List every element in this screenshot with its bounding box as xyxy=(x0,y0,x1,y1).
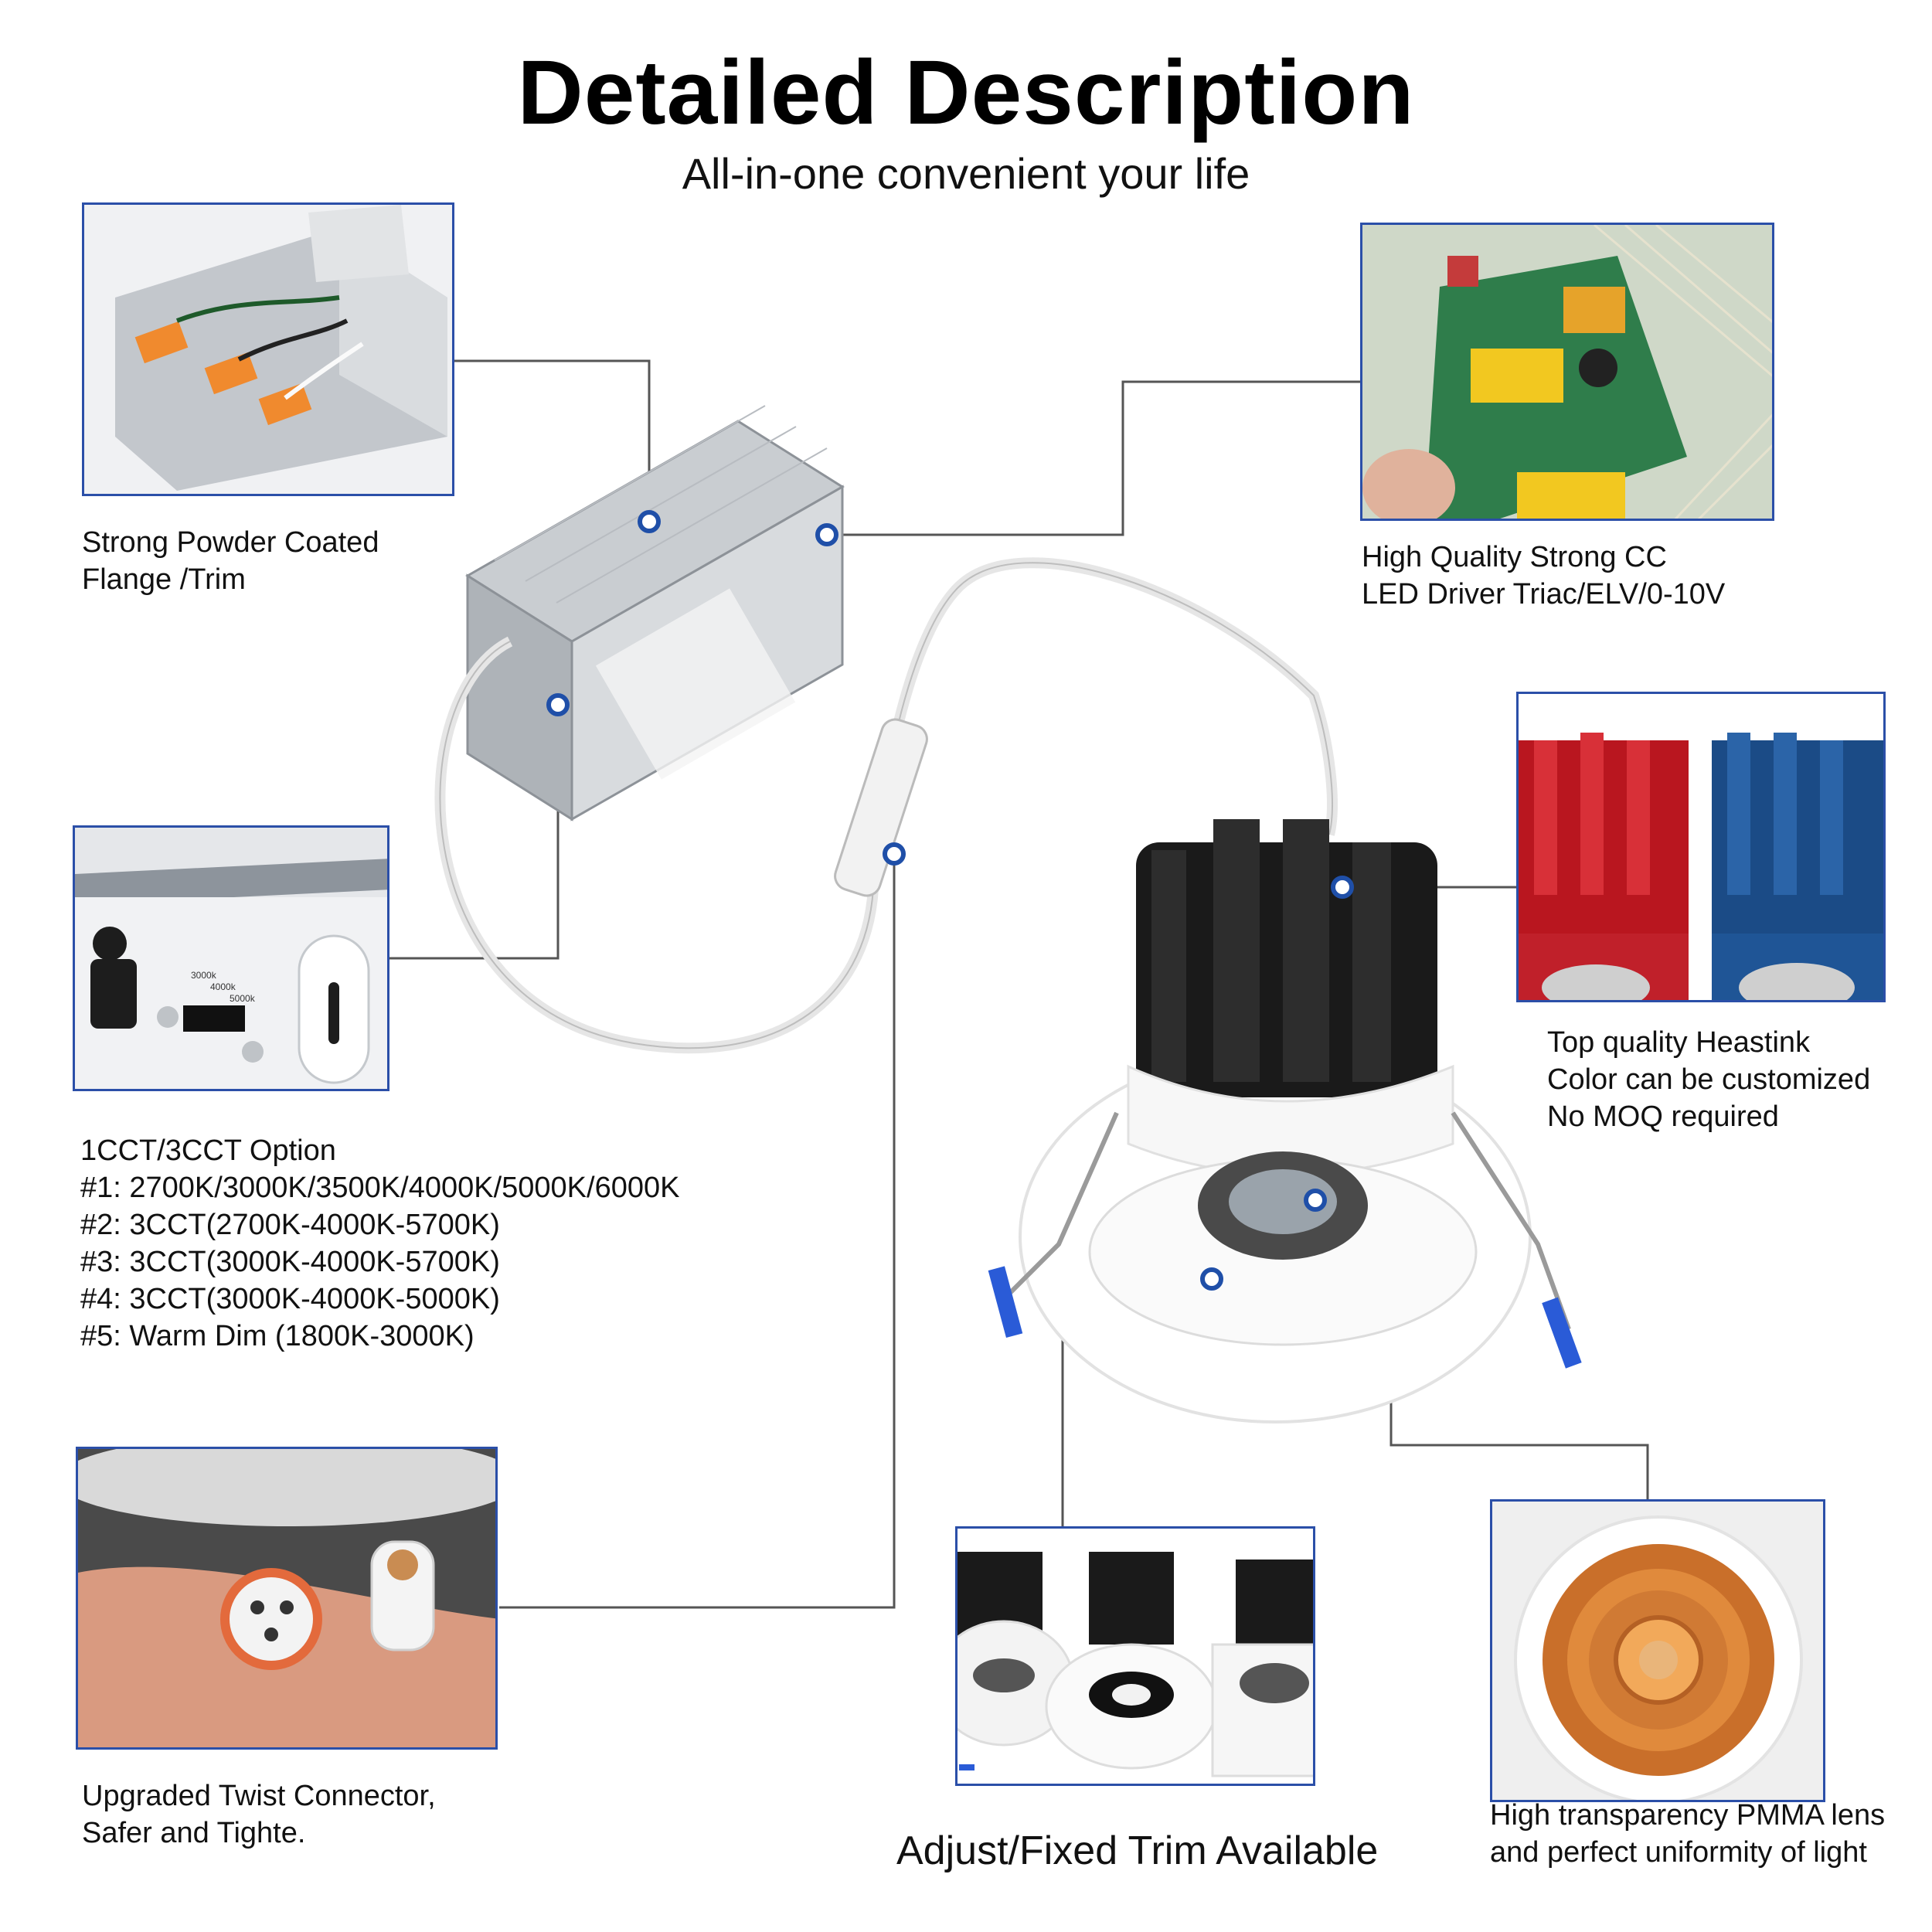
caption-line: #2: 3CCT(2700K-4000K-5700K) xyxy=(80,1209,500,1241)
page-subtitle: All-in-one convenient your life xyxy=(682,149,1250,198)
driver-box xyxy=(465,405,845,821)
marker-driver xyxy=(815,523,838,546)
heatsink-panel xyxy=(1516,692,1886,1002)
cct-switch-panel: 3000k 4000k 5000k xyxy=(73,825,389,1091)
caption-line: #4: 3CCT(3000K-4000K-5000K) xyxy=(80,1283,500,1315)
leader-line-driver xyxy=(827,380,1362,536)
twist-connector-body xyxy=(834,718,928,897)
lens-panel xyxy=(1490,1499,1825,1802)
trim-variant-adjustable-b xyxy=(1045,1552,1218,1770)
junction-box-panel xyxy=(82,202,454,496)
switch-label-4000k: 4000k xyxy=(210,981,236,992)
page-title: Detailed Description xyxy=(517,42,1415,144)
driver-caption: High Quality Strong CC LED Driver Triac/… xyxy=(1362,539,1725,613)
red-heatsink xyxy=(1519,733,1689,1000)
caption-line: Color can be customized xyxy=(1547,1063,1871,1096)
leader-line-junction xyxy=(453,359,651,522)
caption-line: #1: 2700K/3000K/3500K/4000K/5000K/6000K xyxy=(80,1172,680,1204)
caption-line: and perfect uniformity of light xyxy=(1490,1836,1867,1869)
caption-line: Top quality Heastink xyxy=(1547,1026,1811,1059)
marker-junction xyxy=(638,510,661,533)
blue-heatsink xyxy=(1712,733,1883,1000)
cct-caption: 1CCT/3CCT Option #1: 2700K/3000K/3500K/4… xyxy=(80,1132,679,1355)
downlight xyxy=(988,819,1582,1423)
leader-line-connector xyxy=(499,854,896,1609)
caption-line: 1CCT/3CCT Option xyxy=(80,1134,336,1167)
caption-line: #3: 3CCT(3000K-4000K-5700K) xyxy=(80,1246,500,1278)
marker-heatsink xyxy=(1331,876,1354,899)
caption-line: Safer and Tighte. xyxy=(82,1817,306,1849)
trim-variants-panel xyxy=(955,1526,1315,1786)
trim-caption: Adjust/Fixed Trim Available xyxy=(896,1828,1379,1873)
marker-connector xyxy=(883,842,906,866)
twist-connector-panel xyxy=(76,1447,498,1750)
heatsink-caption: Top quality Heastink Color can be custom… xyxy=(1547,1024,1870,1135)
caption-line: #5: Warm Dim (1800K-3000K) xyxy=(80,1320,474,1352)
caption-line: No MOQ required xyxy=(1547,1100,1779,1133)
marker-cct xyxy=(546,693,570,716)
caption-line: Upgraded Twist Connector, xyxy=(82,1780,436,1812)
connector-caption: Upgraded Twist Connector, Safer and Tigh… xyxy=(82,1777,436,1852)
caption-line: Flange /Trim xyxy=(82,563,246,596)
marker-lens xyxy=(1304,1189,1327,1212)
trim-variant-square xyxy=(1211,1560,1313,1777)
junction-box-caption: Strong Powder Coated Flange /Trim xyxy=(82,524,379,598)
marker-trim xyxy=(1200,1267,1223,1291)
caption-line: High transparency PMMA lens xyxy=(1490,1799,1886,1832)
caption-line: Strong Powder Coated xyxy=(82,526,379,559)
lens-caption: High transparency PMMA lens and perfect … xyxy=(1490,1797,1885,1871)
driver-pcb-panel xyxy=(1360,223,1774,521)
switch-label-3000k: 3000k xyxy=(191,970,217,981)
caption-line: High Quality Strong CC xyxy=(1362,541,1667,573)
caption-line: LED Driver Triac/ELV/0-10V xyxy=(1362,578,1726,611)
switch-label-5000k: 5000k xyxy=(230,993,256,1004)
